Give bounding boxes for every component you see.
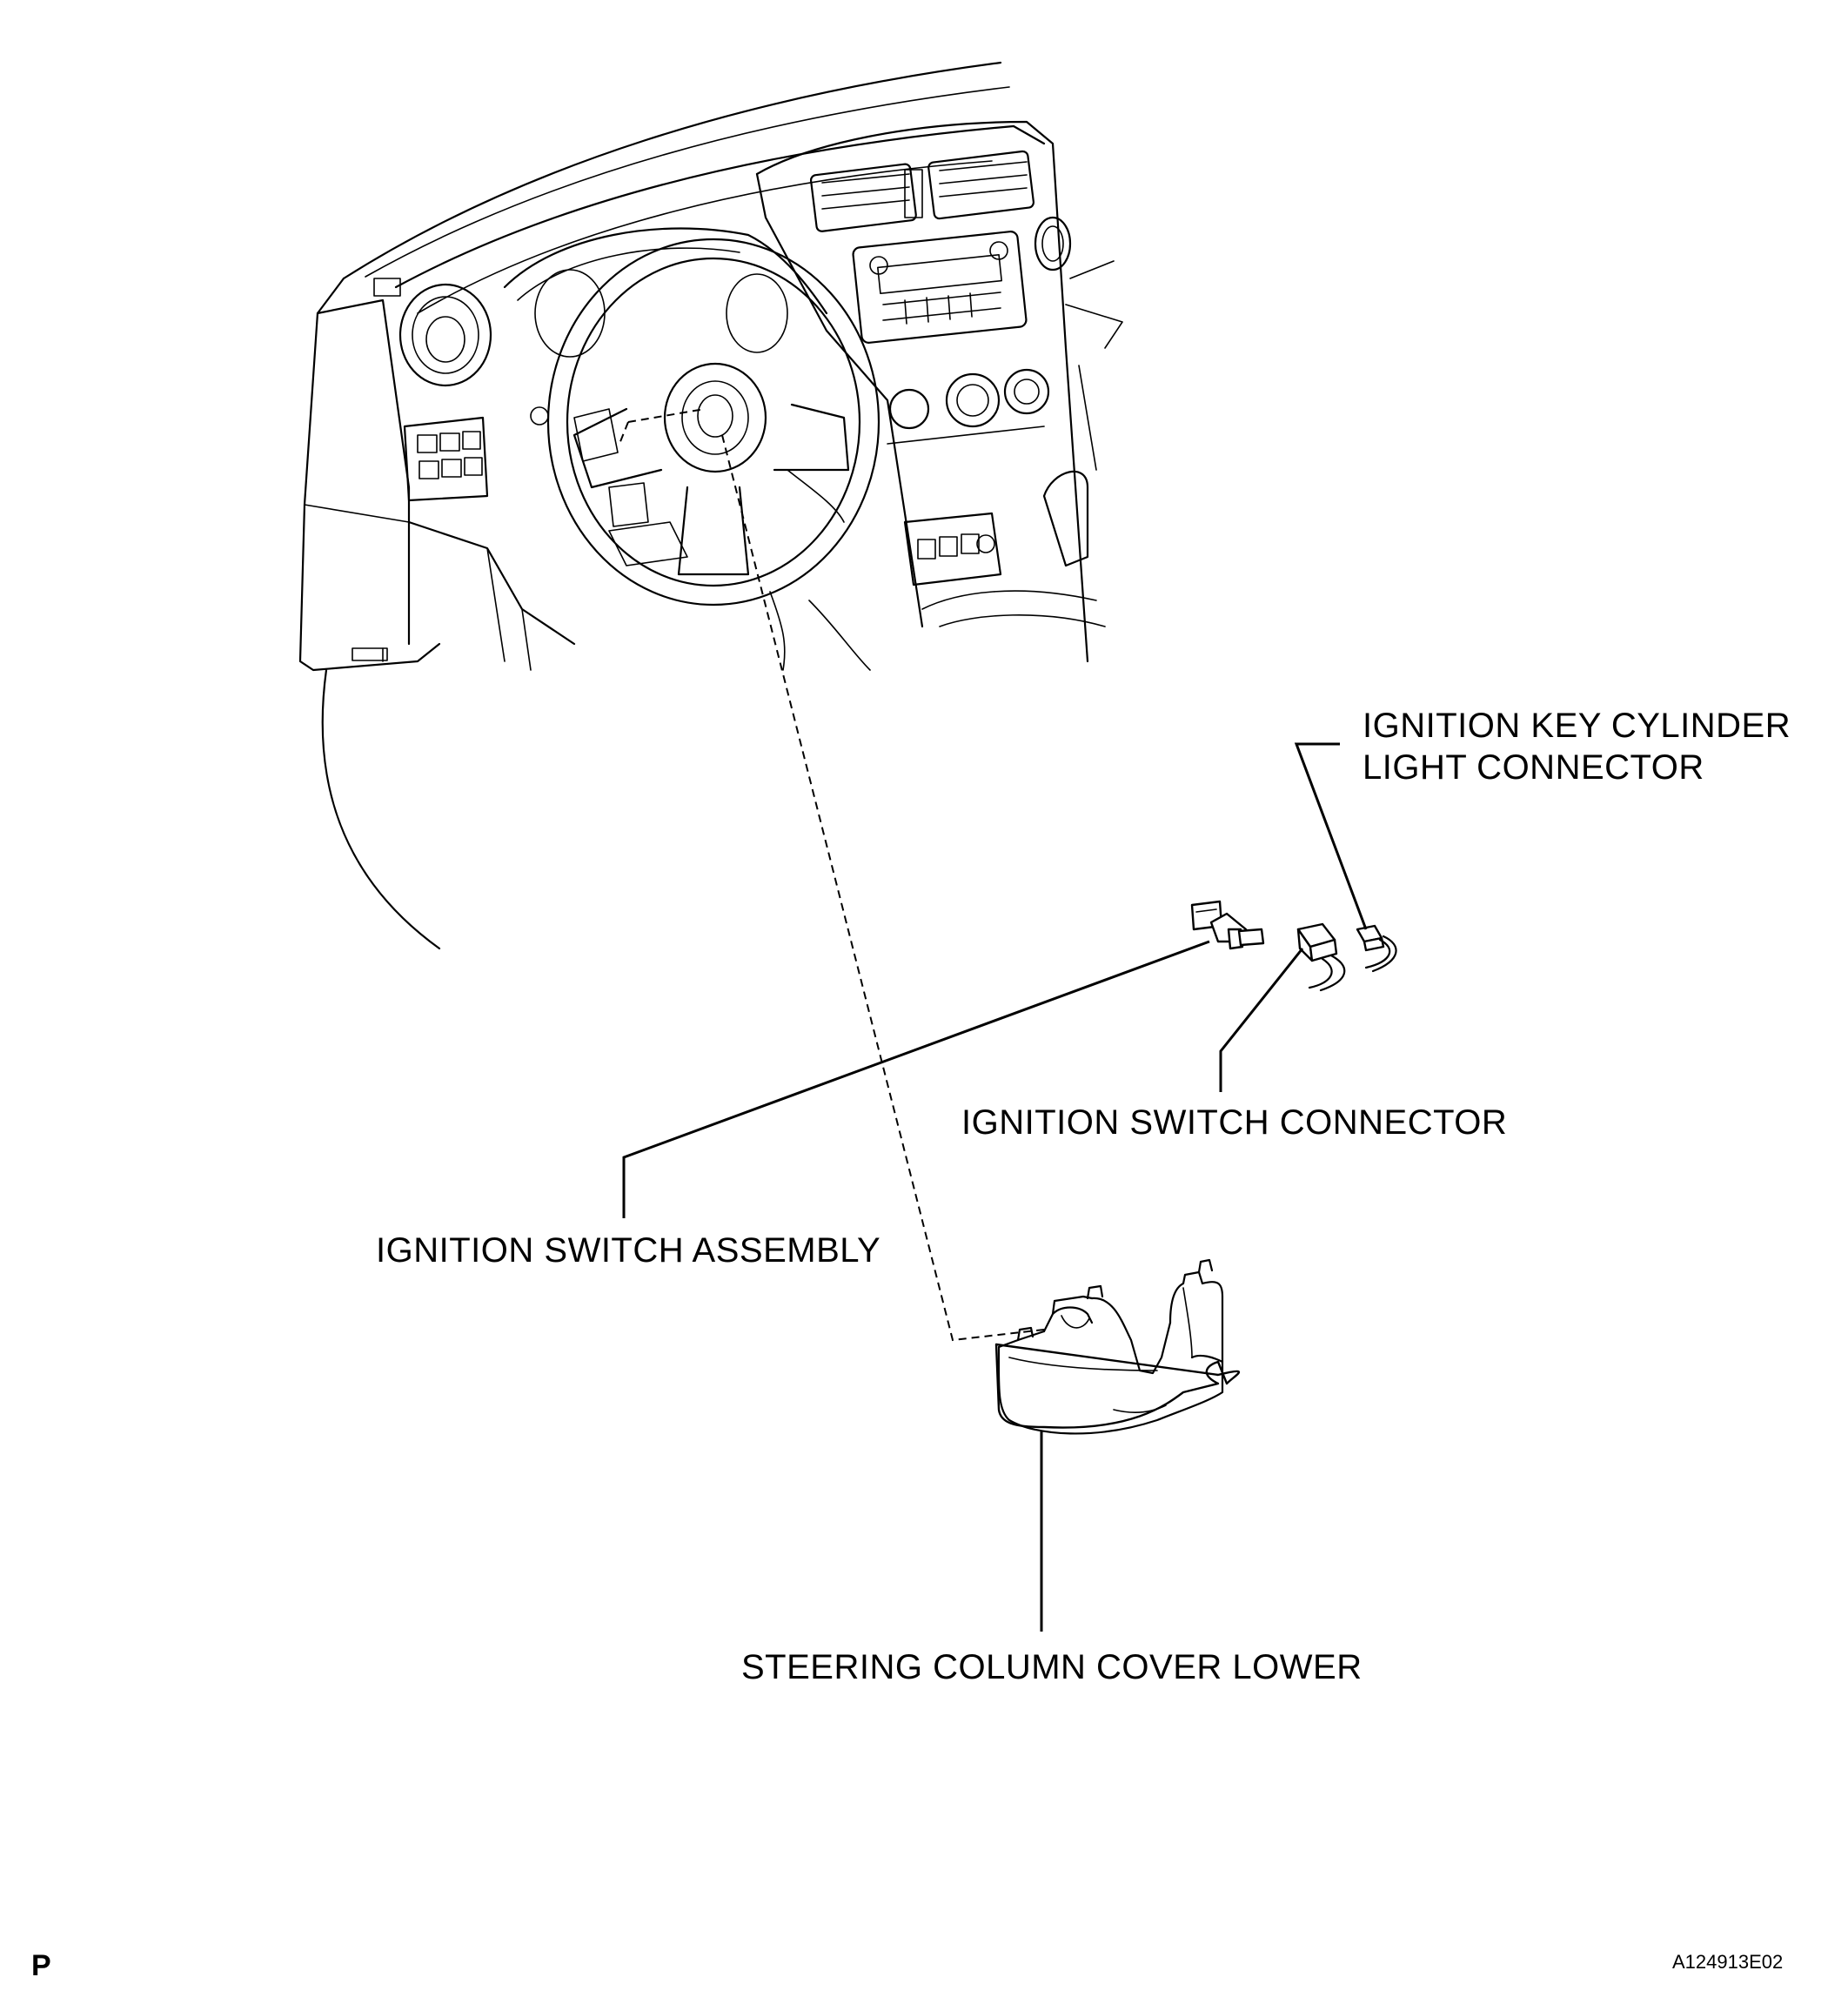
leader-ignition-switch-assembly <box>622 940 1210 1218</box>
page-letter: P <box>31 1949 51 1982</box>
key-cylinder-light-connector-part <box>1356 924 1397 973</box>
label-steering-column-cover-lower: STEERING COLUMN COVER LOWER <box>741 1648 1363 1686</box>
leader-ignition-switch-connector <box>1219 948 1304 1092</box>
ignition-switch-connector-part <box>1296 922 1346 992</box>
dashboard-illustration <box>298 61 1123 950</box>
location-dashed-line <box>627 408 1045 1342</box>
leader-key-cylinder-light <box>1294 742 1368 930</box>
figure-id: A124913E02 <box>1672 1951 1784 1973</box>
label-ignition-switch-assembly: IGNITION SWITCH ASSEMBLY <box>376 1231 881 1270</box>
location-dashed-line-2 <box>619 421 629 445</box>
label-ignition-switch-connector: IGNITION SWITCH CONNECTOR <box>961 1103 1508 1142</box>
label-ignition-key-cylinder-light-connector: IGNITION KEY CYLINDER LIGHT CONNECTOR <box>1363 707 1791 787</box>
steering-column-cover-lower-part <box>994 1258 1241 1435</box>
ignition-switch-assembly-part <box>1190 900 1265 950</box>
